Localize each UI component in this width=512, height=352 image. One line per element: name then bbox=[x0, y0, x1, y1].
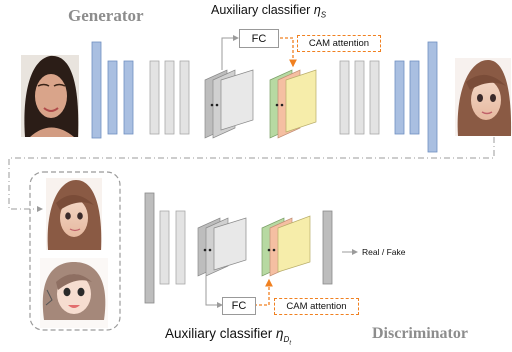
generator-title: Generator bbox=[68, 6, 144, 25]
target-anime-face bbox=[455, 58, 512, 136]
discriminator-conv-layers bbox=[159, 210, 186, 285]
discriminator-input-layer bbox=[144, 192, 155, 304]
top-fc-connector bbox=[221, 35, 239, 70]
real-anime-sample bbox=[46, 178, 102, 250]
fc-box-top: FC bbox=[239, 29, 279, 48]
generator-feature-maps bbox=[204, 69, 254, 139]
aux-bottom-symbol: η bbox=[276, 326, 284, 341]
generator-decoder-layers bbox=[339, 60, 380, 135]
generator-attention-maps bbox=[269, 69, 317, 139]
discriminator-feature-maps bbox=[197, 217, 247, 277]
generator-upsample-layers bbox=[394, 41, 438, 153]
real-samples-group bbox=[29, 171, 121, 331]
bottom-cam-arrow bbox=[254, 278, 273, 306]
bottom-fc-connector bbox=[205, 276, 223, 308]
aux-classifier-bottom-label: Auxiliary classifier ηDt bbox=[165, 326, 291, 346]
cam-attention-box-bottom: CAM attention bbox=[274, 298, 359, 315]
aux-bottom-subsub: t bbox=[289, 340, 291, 347]
fc-box-bottom: FC bbox=[222, 297, 256, 315]
aux-top-text: Auxiliary classifier bbox=[211, 3, 311, 17]
generator-to-discriminator-connector bbox=[8, 137, 495, 212]
discriminator-attention-maps bbox=[261, 215, 311, 277]
aux-bottom-sub: D bbox=[283, 334, 290, 344]
cam-attention-box-top: CAM attention bbox=[297, 35, 381, 52]
real-fake-label: Real / Fake bbox=[362, 247, 406, 257]
aux-top-symbol: η bbox=[313, 3, 321, 17]
aux-classifier-top-label: Auxiliary classifier ηS bbox=[211, 3, 326, 20]
generator-residual-layers bbox=[149, 60, 190, 135]
aux-top-sub: S bbox=[320, 10, 327, 20]
real-cartoon-sample bbox=[40, 258, 108, 328]
aux-bottom-text: Auxiliary classifier bbox=[165, 326, 273, 341]
top-cam-arrow bbox=[280, 37, 297, 68]
discriminator-output-layer bbox=[322, 210, 333, 285]
generator-encoder-layers bbox=[91, 41, 134, 139]
source-face-photo bbox=[21, 55, 79, 138]
discriminator-title: Discriminator bbox=[372, 325, 468, 342]
